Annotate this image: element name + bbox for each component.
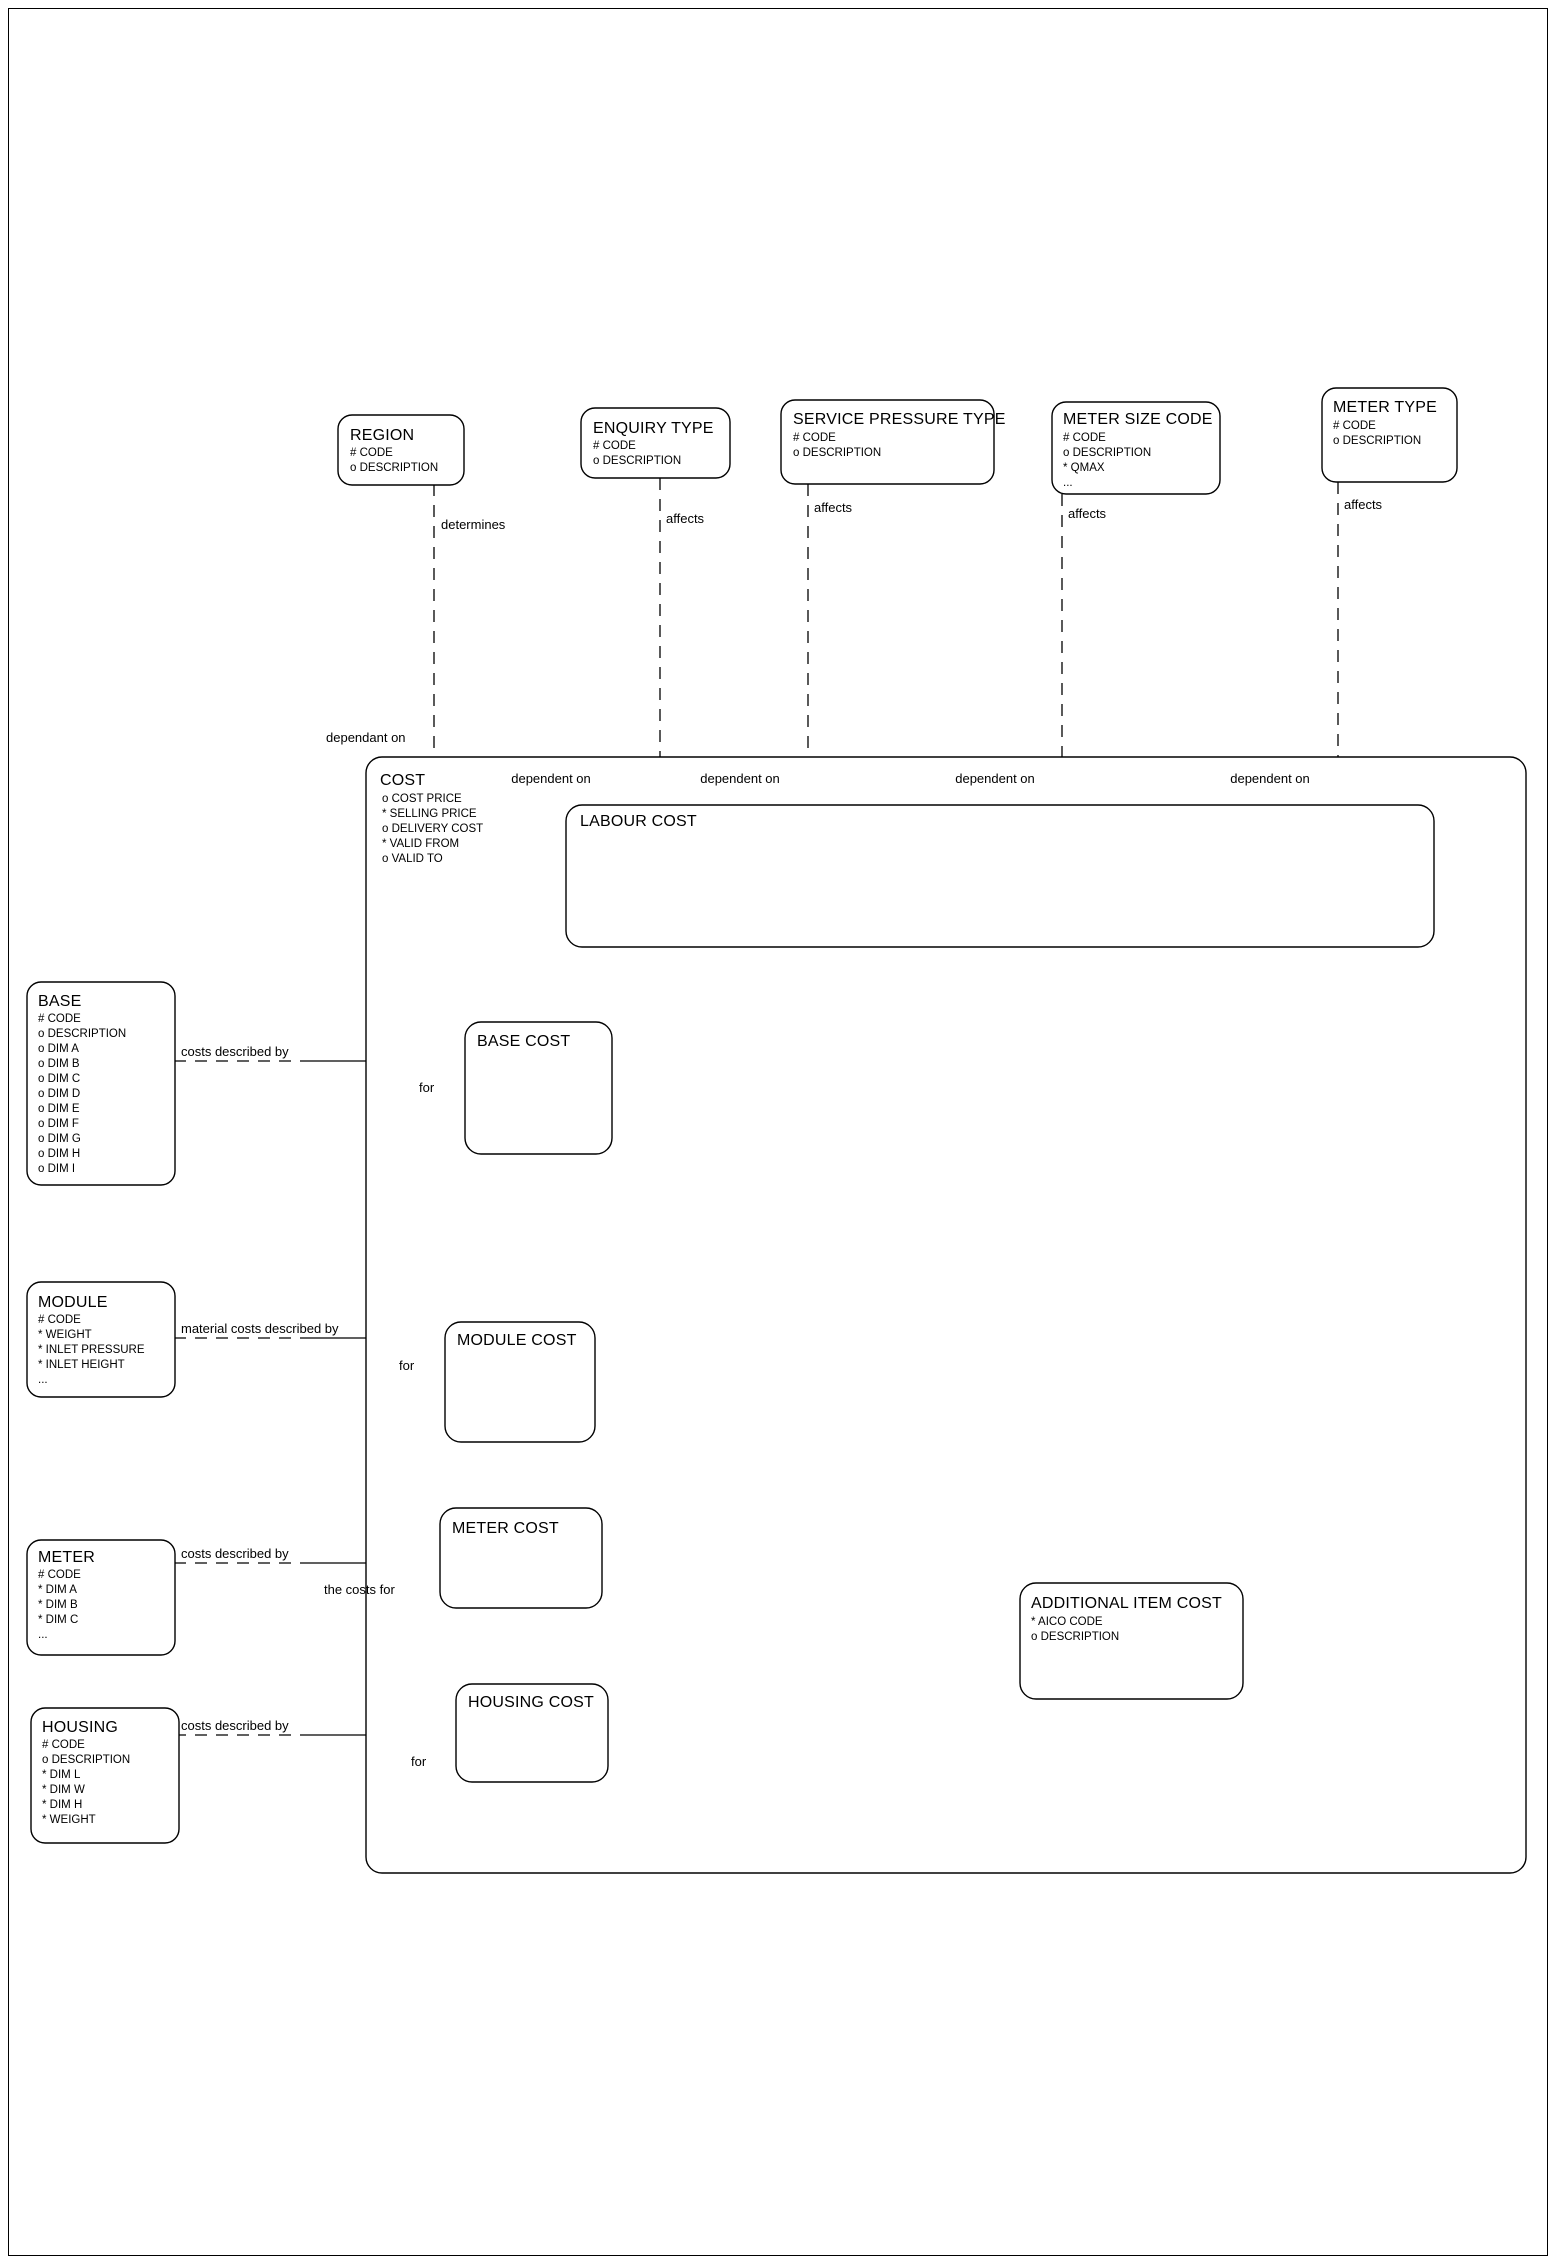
entity-base-title: BASE bbox=[38, 993, 82, 1010]
entity-additional-item-cost-attr-0: * AICO CODE bbox=[1031, 1616, 1103, 1628]
entity-base-attr-7: o DIM F bbox=[38, 1118, 79, 1130]
rel-label-the-costs-for: the costs for bbox=[324, 1582, 395, 1597]
rel-label-determines: determines bbox=[441, 517, 506, 532]
entity-base-attr-10: o DIM I bbox=[38, 1163, 75, 1175]
entity-base-attr-0: # CODE bbox=[38, 1013, 81, 1025]
entity-service-pressure-type[interactable] bbox=[780, 399, 995, 485]
rel-label-dependent-on-metersize: dependent on bbox=[955, 771, 1035, 786]
entity-cost-attr-2: o DELIVERY COST bbox=[382, 823, 483, 835]
entity-housing-attr-2: * DIM L bbox=[42, 1769, 81, 1781]
entity-meter-size-code-attr-2: * QMAX bbox=[1063, 462, 1105, 474]
entity-meter-size-code-title: METER SIZE CODE bbox=[1063, 411, 1213, 428]
entity-meter-type-attr-0: # CODE bbox=[1333, 420, 1376, 432]
entity-enquiry-type-title: ENQUIRY TYPE bbox=[593, 420, 714, 437]
entity-region-attr-1: o DESCRIPTION bbox=[350, 462, 438, 474]
entity-housing-attr-4: * DIM H bbox=[42, 1799, 82, 1811]
entity-meter-attr-1: * DIM A bbox=[38, 1584, 77, 1596]
entity-housing-attr-1: o DESCRIPTION bbox=[42, 1754, 130, 1766]
entity-meter-attr-4: ... bbox=[38, 1629, 48, 1641]
entity-housing[interactable] bbox=[30, 1707, 180, 1844]
entity-meter[interactable] bbox=[26, 1539, 176, 1656]
entity-housing-cost-title: HOUSING COST bbox=[468, 1694, 594, 1711]
entity-cost-attr-0: o COST PRICE bbox=[382, 793, 462, 805]
entity-base-attr-4: o DIM C bbox=[38, 1073, 80, 1085]
entity-base-cost-title: BASE COST bbox=[477, 1033, 570, 1050]
entity-meter-size-code[interactable] bbox=[1051, 401, 1221, 495]
entity-service-pressure-type-title: SERVICE PRESSURE TYPE bbox=[793, 411, 1006, 428]
entity-module-attr-1: * WEIGHT bbox=[38, 1329, 92, 1341]
entity-labour-cost-title: LABOUR COST bbox=[580, 813, 697, 830]
entity-housing-attr-5: * WEIGHT bbox=[42, 1814, 96, 1826]
entity-meter-title: METER bbox=[38, 1549, 95, 1566]
entity-region-title: REGION bbox=[350, 427, 414, 444]
entity-base-attr-5: o DIM D bbox=[38, 1088, 80, 1100]
entity-module-attr-2: * INLET PRESSURE bbox=[38, 1344, 145, 1356]
entity-base[interactable] bbox=[26, 981, 176, 1186]
page-border bbox=[8, 8, 1548, 2256]
entity-meter-type[interactable] bbox=[1321, 387, 1458, 483]
entity-module-attr-4: ... bbox=[38, 1374, 48, 1386]
entity-additional-item-cost-attr-1: o DESCRIPTION bbox=[1031, 1631, 1119, 1643]
rel-label-costs-described-by-housing: costs described by bbox=[181, 1718, 289, 1733]
entity-enquiry-type-attr-0: # CODE bbox=[593, 440, 636, 452]
rel-label-dependent-on-pressure: dependent on bbox=[700, 771, 780, 786]
rel-label-for-module: for bbox=[399, 1358, 415, 1373]
rel-label-affects-metersize: affects bbox=[1068, 506, 1107, 521]
entity-base-attr-8: o DIM G bbox=[38, 1133, 81, 1145]
entity-meter-size-code-attr-1: o DESCRIPTION bbox=[1063, 447, 1151, 459]
entity-housing-cost[interactable] bbox=[455, 1683, 609, 1783]
rel-label-costs-described-by-base: costs described by bbox=[181, 1044, 289, 1059]
entity-meter-cost-title: METER COST bbox=[452, 1520, 559, 1537]
entity-module-attr-3: * INLET HEIGHT bbox=[38, 1359, 125, 1371]
entity-module-cost-title: MODULE COST bbox=[457, 1332, 577, 1349]
rel-label-affects-enquiry: affects bbox=[666, 511, 705, 526]
entity-region[interactable] bbox=[337, 414, 465, 486]
entity-meter-type-attr-1: o DESCRIPTION bbox=[1333, 435, 1421, 447]
entity-cost-attr-3: * VALID FROM bbox=[382, 838, 459, 850]
entity-base-attr-6: o DIM E bbox=[38, 1103, 80, 1115]
entity-base-attr-3: o DIM B bbox=[38, 1058, 80, 1070]
entity-labour-cost[interactable] bbox=[565, 804, 1435, 948]
entity-meter-attr-3: * DIM C bbox=[38, 1614, 78, 1626]
entity-module-cost[interactable] bbox=[444, 1321, 596, 1443]
entity-service-pressure-type-attr-1: o DESCRIPTION bbox=[793, 447, 881, 459]
entity-base-cost[interactable] bbox=[464, 1021, 613, 1155]
entity-meter-size-code-attr-3: ... bbox=[1063, 477, 1073, 489]
entity-base-attr-1: o DESCRIPTION bbox=[38, 1028, 126, 1040]
entity-base-attr-9: o DIM H bbox=[38, 1148, 80, 1160]
entity-meter-attr-2: * DIM B bbox=[38, 1599, 78, 1611]
entity-housing-attr-3: * DIM W bbox=[42, 1784, 85, 1796]
rel-label-dependent-on-enquiry: dependent on bbox=[511, 771, 591, 786]
entity-region-attr-0: # CODE bbox=[350, 447, 393, 459]
entity-cost-attr-1: * SELLING PRICE bbox=[382, 808, 477, 820]
rel-label-affects-pressure: affects bbox=[814, 500, 853, 515]
rel-label-affects-metertype: affects bbox=[1344, 497, 1383, 512]
relationship-labels: determines affects affects affects affec… bbox=[181, 497, 1383, 1769]
rel-label-for-base: for bbox=[419, 1080, 435, 1095]
entity-housing-title: HOUSING bbox=[42, 1719, 118, 1736]
entity-service-pressure-type-attr-0: # CODE bbox=[793, 432, 836, 444]
entity-meter-size-code-attr-0: # CODE bbox=[1063, 432, 1106, 444]
entity-enquiry-type[interactable] bbox=[580, 407, 731, 479]
entity-cost-attr-4: o VALID TO bbox=[382, 853, 443, 865]
rel-label-costs-described-by-meter: costs described by bbox=[181, 1546, 289, 1561]
entity-cost-title: COST bbox=[380, 772, 425, 789]
entity-enquiry-type-attr-1: o DESCRIPTION bbox=[593, 455, 681, 467]
entity-module-title: MODULE bbox=[38, 1294, 108, 1311]
rel-label-material-costs-described-by: material costs described by bbox=[181, 1321, 339, 1336]
rel-label-for-housing: for bbox=[411, 1754, 427, 1769]
entity-housing-attr-0: # CODE bbox=[42, 1739, 85, 1751]
entity-module[interactable] bbox=[26, 1281, 176, 1398]
entity-additional-item-cost[interactable] bbox=[1019, 1582, 1244, 1700]
rel-label-dependant-on: dependant on bbox=[326, 730, 406, 745]
entity-additional-item-cost-title: ADDITIONAL ITEM COST bbox=[1031, 1595, 1222, 1612]
entity-meter-type-title: METER TYPE bbox=[1333, 399, 1437, 416]
entity-meter-cost[interactable] bbox=[439, 1507, 603, 1609]
entity-module-attr-0: # CODE bbox=[38, 1314, 81, 1326]
rel-label-dependent-on-metertype: dependent on bbox=[1230, 771, 1310, 786]
entity-meter-attr-0: # CODE bbox=[38, 1569, 81, 1581]
entity-base-attr-2: o DIM A bbox=[38, 1043, 79, 1055]
